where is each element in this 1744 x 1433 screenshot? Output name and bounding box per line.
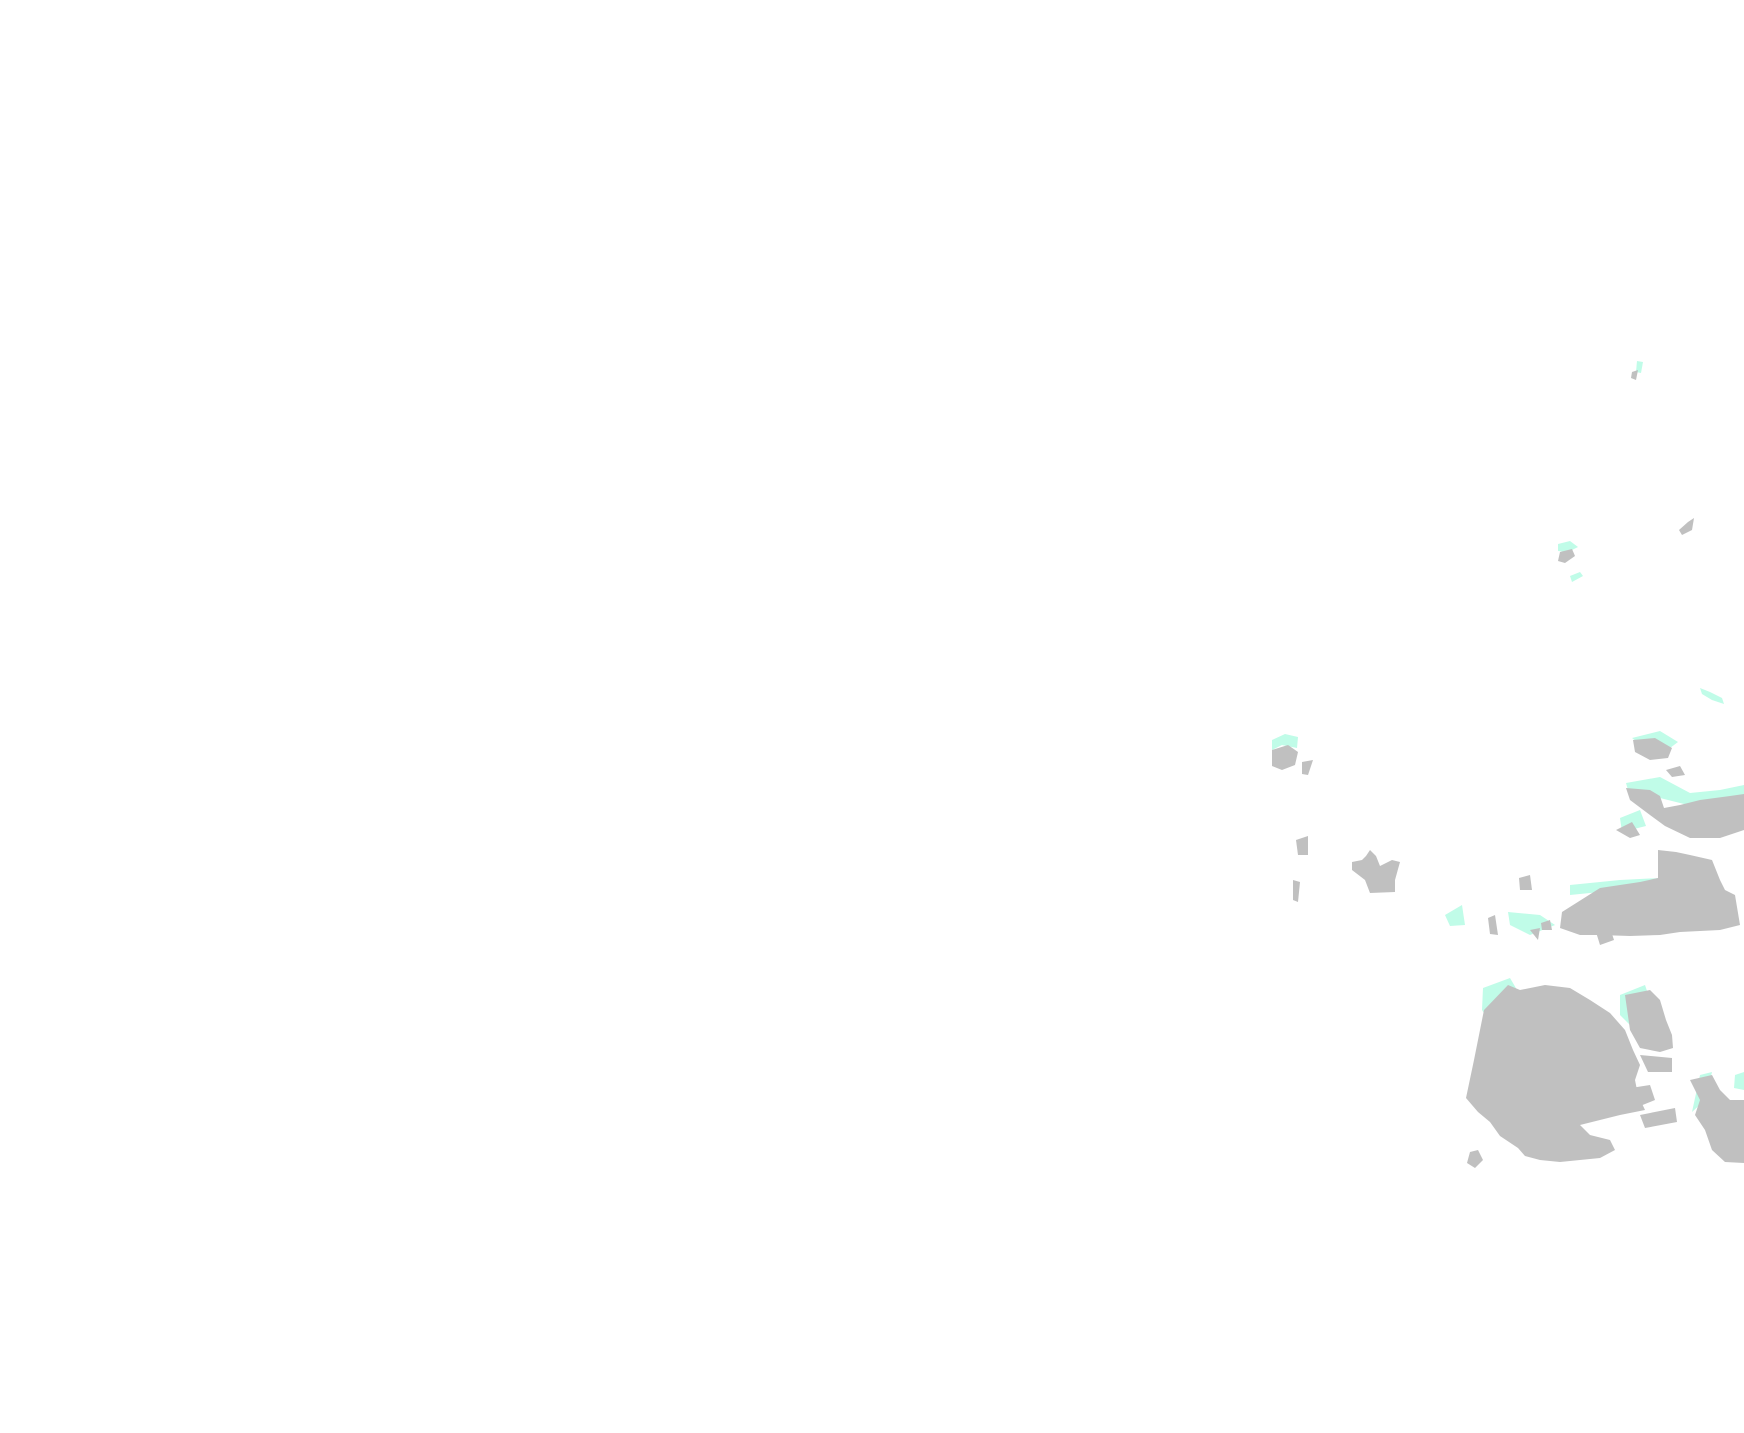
land-mass — [1293, 880, 1300, 902]
land-mass — [1466, 985, 1645, 1162]
land-mass — [1519, 875, 1532, 890]
land-mass — [1640, 1055, 1672, 1072]
land-mass — [1625, 990, 1673, 1052]
land-mass — [1272, 745, 1298, 770]
land-mass — [1530, 928, 1540, 940]
highlight-patch — [1558, 541, 1578, 552]
land-mass — [1690, 1075, 1744, 1163]
land-mass — [1560, 850, 1740, 936]
land-mass — [1467, 1150, 1483, 1168]
land-mass — [1302, 760, 1313, 775]
highlight-patch — [1734, 1072, 1744, 1090]
land-mass — [1640, 1108, 1677, 1128]
land-mass — [1679, 518, 1694, 535]
land-mass — [1488, 915, 1498, 935]
land-mass — [1352, 850, 1400, 893]
highlight-patch — [1570, 572, 1583, 582]
land-mass — [1558, 549, 1575, 563]
highlight-patch — [1700, 688, 1724, 704]
land-mass — [1666, 766, 1685, 777]
land-mass — [1631, 370, 1638, 380]
land-mass — [1541, 920, 1552, 930]
highlight-patch — [1272, 734, 1298, 750]
land-mass — [1626, 788, 1744, 838]
land-layer — [1272, 370, 1744, 1168]
land-mass — [1596, 928, 1614, 945]
highlight-patch — [1445, 905, 1465, 926]
land-mass — [1618, 1085, 1655, 1110]
land-mass — [1633, 738, 1672, 760]
land-mass — [1296, 836, 1308, 855]
highlight-patch — [1636, 361, 1643, 373]
land-mass — [1616, 822, 1640, 838]
